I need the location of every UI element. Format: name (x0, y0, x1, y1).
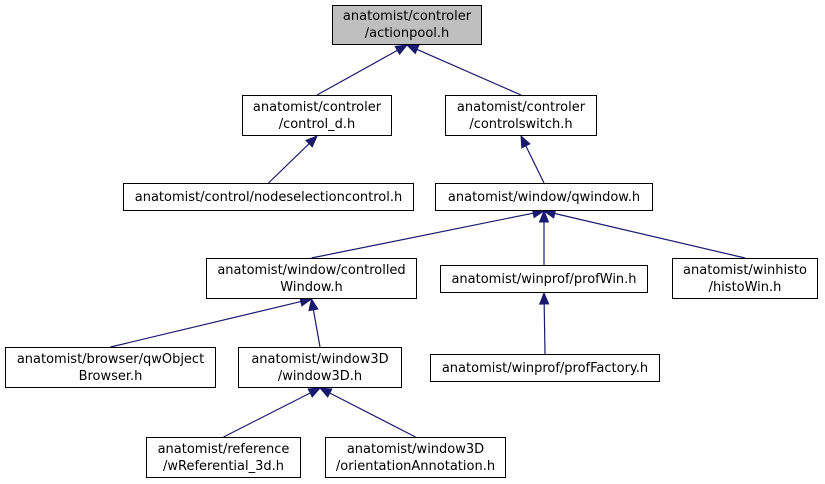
node-controlledwindow[interactable]: anatomist/window/controlled Window.h (206, 258, 417, 299)
node-orientationannotation[interactable]: anatomist/window3D /orientationAnnotatio… (325, 437, 506, 478)
node-profwin[interactable]: anatomist/winprof/profWin.h (440, 265, 648, 293)
node-wreferential3d-line1: anatomist/reference (157, 441, 290, 457)
node-wreferential3d-line2: /wReferential_3d.h (162, 458, 284, 474)
edge-wreferential3d-to-window3d (223, 392, 311, 438)
edge-arrowhead-qwindow-to-controlswitch (520, 134, 531, 149)
edge-arrowhead-controlswitch-to-actionpool (405, 44, 420, 55)
node-controlledwindow-line1: anatomist/window/controlled (217, 262, 406, 278)
node-actionpool-line1: anatomist/controler (342, 9, 472, 24)
edge-qwindow-to-controlswitch (525, 145, 545, 184)
edge-arrowhead-profwin-to-qwindow (538, 209, 550, 223)
node-control-d-line1: anatomist/controler (252, 99, 382, 115)
node-proffactory-line1: anatomist/winprof/profFactory.h (441, 360, 649, 376)
node-histowin-line1: anatomist/winhisto (683, 262, 807, 278)
node-orientationannotation-line1: anatomist/window3D (346, 441, 485, 457)
edge-window3d-to-controlledwindow (312, 309, 321, 348)
node-actionpool-line2: /actionpool.h (364, 26, 450, 41)
node-control-d[interactable]: anatomist/controler /control_d.h (242, 95, 392, 136)
node-nodeselectioncontrol-line1: anatomist/control/nodeselectioncontrol.h (134, 189, 403, 205)
node-window3d-line2: /window3D.h (277, 368, 363, 384)
node-qwobjectbrowser-line1: anatomist/browser/qwObject (16, 351, 205, 367)
node-nodeselectioncontrol[interactable]: anatomist/control/nodeselectioncontrol.h (123, 183, 414, 211)
edge-nodeselectioncontrol-to-control_d (268, 143, 310, 184)
edge-arrowhead-proffactory-to-profwin (538, 291, 550, 305)
node-controlledwindow-line2: Window.h (280, 279, 343, 295)
edge-controlswitch-to-actionpool (416, 48, 522, 96)
node-qwobjectbrowser[interactable]: anatomist/browser/qwObject Browser.h (5, 347, 216, 388)
node-window3d[interactable]: anatomist/window3D /window3D.h (238, 347, 402, 388)
node-actionpool: anatomist/controler /actionpool.h (332, 5, 482, 45)
node-orientationannotation-line2: /orientationAnnotation.h (335, 458, 496, 474)
node-histowin-line2: /histoWin.h (708, 279, 782, 295)
edge-qwobjectbrowser-to-controlledwindow (110, 300, 301, 348)
node-histowin[interactable]: anatomist/winhisto /histoWin.h (672, 258, 818, 299)
node-controlswitch-line1: anatomist/controler (456, 99, 586, 115)
node-wreferential3d[interactable]: anatomist/reference /wReferential_3d.h (146, 437, 301, 478)
edge-arrowhead-orientationannotation-to-window3d (318, 387, 333, 398)
node-qwindow-line1: anatomist/window/qwindow.h (447, 189, 641, 205)
edge-arrowhead-nodeselectioncontrol-to-control_d (305, 135, 318, 148)
node-qwindow[interactable]: anatomist/window/qwindow.h (435, 183, 653, 211)
edge-arrowhead-control_d-to-actionpool (394, 44, 409, 56)
edge-control_d-to-actionpool (316, 49, 398, 96)
edge-proffactory-to-profwin (543, 303, 546, 355)
edge-controlledwindow-to-qwindow (311, 212, 534, 259)
node-window3d-line1: anatomist/window3D (251, 351, 389, 367)
node-control-d-line2: /control_d.h (278, 116, 356, 132)
node-controlswitch[interactable]: anatomist/controler /controlswitch.h (445, 95, 597, 136)
node-controlswitch-line2: /controlswitch.h (469, 116, 573, 132)
node-profwin-line1: anatomist/winprof/profWin.h (451, 271, 637, 287)
edge-arrowhead-wreferential3d-to-window3d (307, 387, 322, 398)
edge-arrowhead-window3d-to-controlledwindow (308, 297, 319, 312)
node-qwobjectbrowser-line2: Browser.h (78, 368, 143, 384)
edge-histowin-to-qwindow (554, 212, 746, 259)
node-proffactory[interactable]: anatomist/winprof/profFactory.h (430, 354, 660, 382)
edge-orientationannotation-to-window3d (329, 392, 416, 438)
